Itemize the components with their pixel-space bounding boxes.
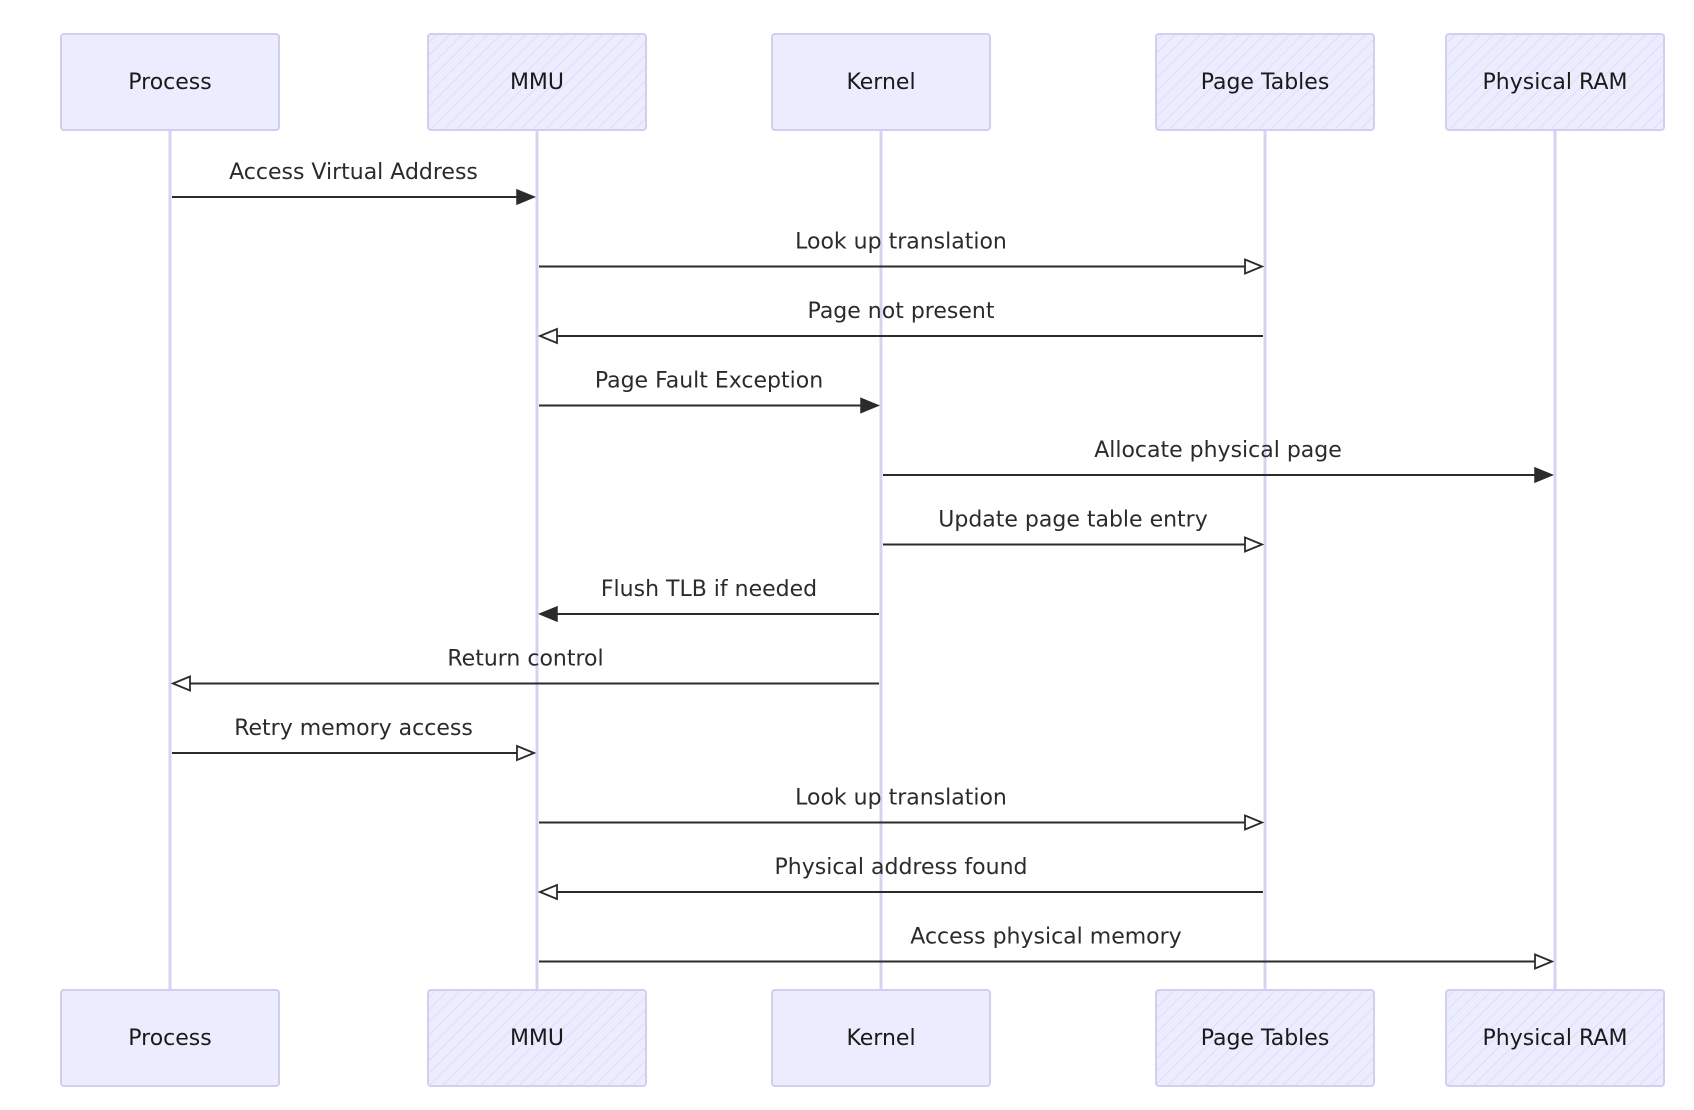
participant-top-pagetables: Page Tables: [1155, 33, 1375, 131]
participant-label: Page Tables: [1201, 1026, 1330, 1051]
message-9: Retry memory access: [172, 716, 537, 762]
message-1: Access Virtual Address: [172, 160, 536, 206]
message-label: Retry memory access: [234, 716, 473, 741]
arrowhead-icon: [516, 744, 537, 762]
message-label: Update page table entry: [938, 508, 1208, 533]
message-label: Physical address found: [775, 855, 1028, 880]
arrowhead-icon: [516, 188, 536, 206]
message-label: Look up translation: [795, 786, 1007, 811]
participant-label: MMU: [510, 1026, 564, 1051]
participant-top-kernel: Kernel: [771, 33, 991, 131]
participant-bottom-kernel: Kernel: [771, 989, 991, 1087]
message-label: Access physical memory: [910, 925, 1181, 950]
participant-label: Physical RAM: [1483, 70, 1628, 95]
participant-label: Process: [128, 70, 211, 95]
arrowhead-icon: [1534, 466, 1554, 484]
message-3: Page not present: [537, 299, 1263, 345]
arrowhead-icon: [537, 883, 558, 901]
participant-bottom-pagetables: Page Tables: [1155, 989, 1375, 1087]
message-label: Page not present: [808, 299, 995, 324]
arrowhead-icon: [1244, 536, 1265, 553]
participant-label: Page Tables: [1201, 70, 1330, 95]
arrowhead-icon: [538, 605, 558, 623]
message-5: Allocate physical page: [883, 438, 1554, 484]
arrowhead-icon: [860, 397, 880, 414]
arrowhead-icon: [537, 327, 558, 345]
participant-label: Physical RAM: [1483, 1026, 1628, 1051]
participant-label: MMU: [510, 70, 564, 95]
participant-label: Kernel: [846, 70, 915, 95]
message-6: Update page table entry: [883, 508, 1265, 553]
message-label: Page Fault Exception: [595, 369, 823, 394]
message-4: Page Fault Exception: [539, 369, 880, 414]
lifelines: [168, 130, 1557, 990]
participant-bottom-ram: Physical RAM: [1445, 989, 1665, 1087]
message-label: Look up translation: [795, 230, 1007, 255]
participant-label: Process: [128, 1026, 211, 1051]
arrowhead-icon: [1534, 953, 1555, 970]
message-label: Allocate physical page: [1094, 438, 1342, 463]
message-2: Look up translation: [539, 230, 1265, 275]
message-11: Physical address found: [537, 855, 1263, 901]
message-label: Access Virtual Address: [229, 160, 478, 185]
message-7: Flush TLB if needed: [538, 577, 879, 623]
message-label: Flush TLB if needed: [601, 577, 817, 602]
participant-top-mmu: MMU: [427, 33, 647, 131]
message-10: Look up translation: [539, 786, 1265, 831]
participant-top-ram: Physical RAM: [1445, 33, 1665, 131]
arrowhead-icon: [170, 675, 191, 692]
participant-bottom-process: Process: [60, 989, 280, 1087]
arrowhead-icon: [1244, 258, 1265, 275]
message-8: Return control: [170, 647, 879, 692]
message-12: Access physical memory: [539, 925, 1555, 970]
arrowhead-icon: [1244, 814, 1265, 831]
participant-top-process: Process: [60, 33, 280, 131]
participant-label: Kernel: [846, 1026, 915, 1051]
message-label: Return control: [447, 647, 603, 672]
participant-bottom-mmu: MMU: [427, 989, 647, 1087]
